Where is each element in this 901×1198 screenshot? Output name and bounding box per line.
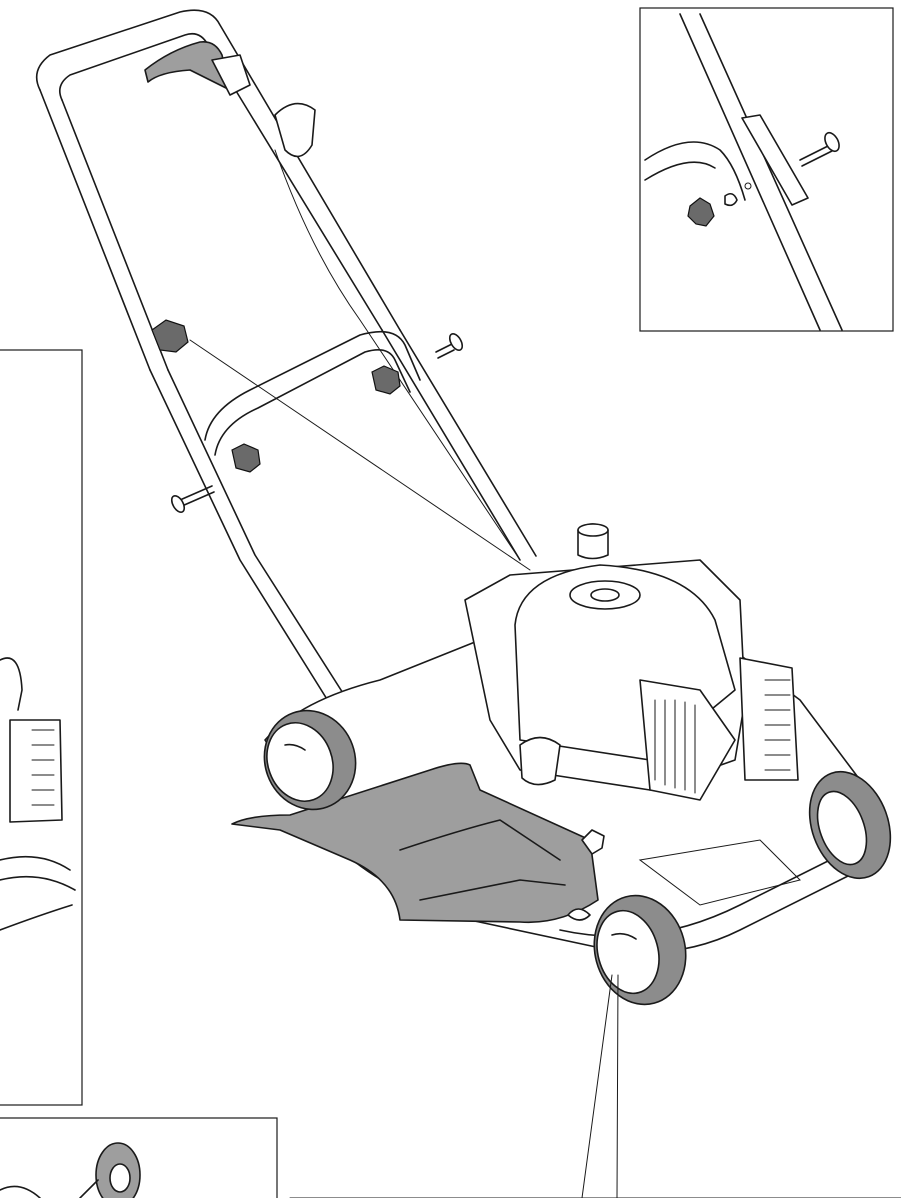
upper-handle [35,9,401,371]
inset-hub [109,1163,131,1193]
handle-knob [151,319,189,353]
carriage-bolt [435,333,464,359]
deck-handle-recess [638,839,801,906]
inset-air-filter [9,719,63,823]
carriage-bolt [170,485,215,513]
spark-plug [519,736,561,786]
inset-frame [639,7,894,332]
inset-lower-handle [644,141,746,201]
inset-deck-edge [0,855,76,891]
inset-axle [79,1179,99,1198]
inset-handle-edge [699,13,843,331]
inset-washer [744,182,752,190]
inset-wheel-detail [0,1117,278,1198]
inset-bracket [741,114,809,206]
callout-leader [289,974,901,1198]
inset-engine-outline [0,657,23,711]
inset-frame [0,1117,278,1198]
inset-lock-washer [724,192,738,207]
rear-wheel-left [263,709,357,811]
engine [464,559,746,801]
starter-hub [590,588,620,602]
front-wheel [593,894,687,1006]
inset-handle-edge [679,13,821,331]
inset-carriage-bolt [799,131,840,167]
throttle-control [144,40,316,158]
cooling-fins [639,679,736,801]
inset-engine-side-detail [0,349,83,1106]
wing-nut [581,829,605,855]
inset-filter-fins [31,729,55,806]
handle-knob [371,365,401,395]
inset-wheel-rim [0,1185,41,1198]
inset-deck-edge [0,904,73,931]
wing-nut [567,908,591,921]
handle-knob [231,443,261,473]
control-cable [189,149,531,571]
inset-knob [687,197,715,227]
air-filter [739,657,799,781]
inset-lower-handle [644,161,716,181]
choke-lever [274,102,316,158]
inset-handle-bolt-detail [639,7,894,332]
rear-wheel-right [808,770,892,880]
rear-discharge-deflector [231,762,599,924]
fuel-cap [577,523,609,560]
